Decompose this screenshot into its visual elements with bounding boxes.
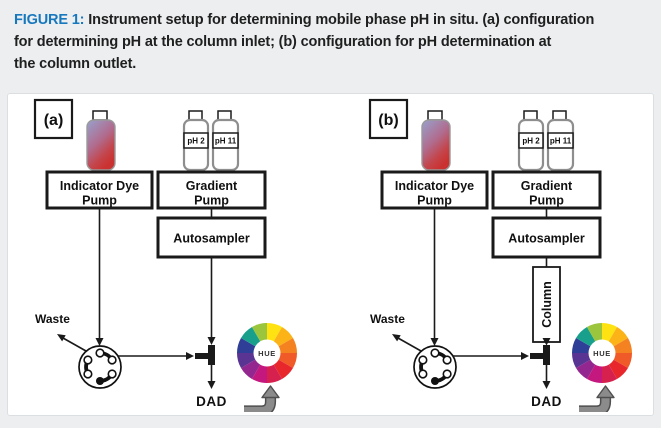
bottle-cap xyxy=(92,110,108,121)
waste-label: Waste xyxy=(35,312,70,326)
mixing-tee-icon xyxy=(195,345,215,365)
ph11-bottle-icon: pH 11 xyxy=(211,110,240,172)
hue-wheel-center xyxy=(588,339,616,367)
caption-line-2: for determining pH at the column inlet; … xyxy=(14,34,552,50)
autosampler-label: Autosampler xyxy=(508,232,585,246)
bottle-label-band xyxy=(547,132,574,149)
bottle-cap xyxy=(217,110,232,121)
indicator-dye-bottle-icon xyxy=(86,110,116,171)
bottle-cap xyxy=(427,110,443,121)
panel-tag: (b) xyxy=(378,112,398,129)
indicator-dye-pump-label-2: Pump xyxy=(417,194,452,208)
gradient-pump-box xyxy=(156,170,267,210)
column-label: Column xyxy=(540,281,554,328)
caption-line-3: the column outlet. xyxy=(14,56,137,72)
panel-tag: (a) xyxy=(44,112,64,129)
down-arrow-icon xyxy=(542,381,551,389)
gradient-pump-label-1: Gradient xyxy=(521,179,573,193)
indicator-dye-pump-box xyxy=(380,170,489,210)
ph11-label: pH 11 xyxy=(550,137,572,146)
down-arrow-icon xyxy=(542,338,551,346)
down-arrow-icon xyxy=(95,338,104,346)
waste-label: Waste xyxy=(370,312,405,326)
right-arrow-icon xyxy=(521,352,529,360)
right-arrow-icon xyxy=(186,352,194,360)
autosampler-label: Autosampler xyxy=(173,232,250,246)
ph11-bottle-icon: pH 11 xyxy=(546,110,575,172)
panel-a: (a) pH 2 pH 11 Indicator Dye Pump Gradie… xyxy=(33,98,297,412)
waste-arrow-icon xyxy=(392,334,401,342)
bottle-label-band xyxy=(518,132,544,149)
ph2-label: pH 2 xyxy=(187,137,205,146)
bottle-body xyxy=(86,119,116,171)
dad-label: DAD xyxy=(196,394,227,409)
indicator-dye-bottle-icon xyxy=(421,110,451,171)
injection-valve-icon xyxy=(78,345,122,389)
waste-line xyxy=(62,337,87,352)
down-arrow-icon xyxy=(207,337,216,345)
waste-line xyxy=(397,337,422,352)
indicator-dye-pump-label-2: Pump xyxy=(82,194,117,208)
bottle-body xyxy=(421,119,451,171)
indicator-dye-pump-label-1: Indicator Dye xyxy=(60,179,139,193)
ph2-bottle-icon: pH 2 xyxy=(517,110,545,172)
autosampler-box xyxy=(156,216,267,259)
panel-tag-box xyxy=(33,98,74,140)
bottle-label-band xyxy=(212,132,239,149)
hue-label: HUE xyxy=(258,349,276,358)
dad-label: DAD xyxy=(531,394,562,409)
down-arrow-icon xyxy=(207,381,216,389)
bottle-cap xyxy=(552,110,567,121)
hue-label: HUE xyxy=(593,349,611,358)
bottle-cap xyxy=(188,110,203,121)
waste-arrow-icon xyxy=(57,334,66,342)
injection-valve-icon xyxy=(413,345,457,389)
indicator-dye-pump-label-1: Indicator Dye xyxy=(395,179,474,193)
down-arrow-icon xyxy=(430,338,439,346)
gradient-pump-label-2: Pump xyxy=(529,194,564,208)
bottle-label-band xyxy=(183,132,209,149)
ph2-bottle-icon: pH 2 xyxy=(182,110,210,172)
figure-caption: FIGURE 1: Instrument setup for determini… xyxy=(14,9,654,75)
curved-arrow-icon xyxy=(244,385,280,412)
ph2-label: pH 2 xyxy=(522,137,540,146)
ph11-label: pH 11 xyxy=(215,137,237,146)
mixing-tee-icon xyxy=(530,345,550,365)
gradient-pump-label-2: Pump xyxy=(194,194,229,208)
panel-b: (b) pH 2 pH 11 Indicator Dye Pump Gradie… xyxy=(368,98,632,412)
figure-number-label: FIGURE 1: xyxy=(14,12,85,28)
bottle-cap xyxy=(523,110,538,121)
curved-arrow-icon xyxy=(579,385,615,412)
caption-line-1: FIGURE 1: Instrument setup for determini… xyxy=(14,9,654,31)
gradient-pump-label-1: Gradient xyxy=(186,179,238,193)
panel-tag-box xyxy=(368,98,409,140)
caption-text-1: Instrument setup for determining mobile … xyxy=(88,12,595,28)
hue-wheel-center xyxy=(253,339,281,367)
